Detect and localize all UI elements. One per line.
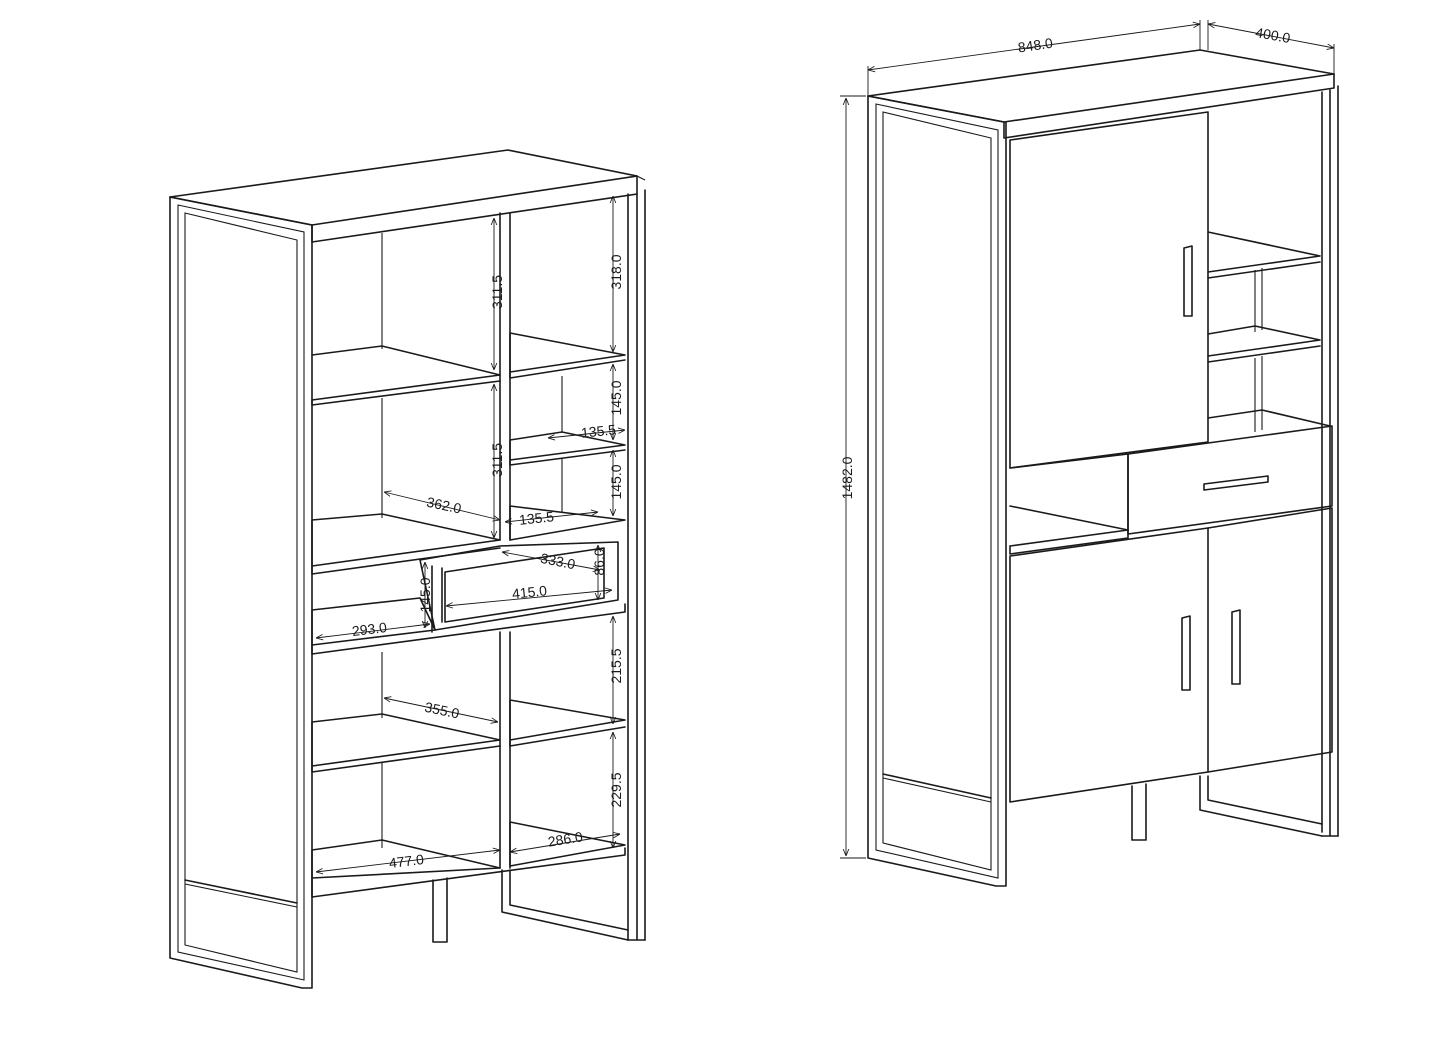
dim-label-355: 355.0 bbox=[423, 699, 461, 722]
dimension-labels-closed: 848.0 400.0 1482.0 bbox=[839, 24, 1292, 499]
dim-label-145-upper: 145.0 bbox=[608, 380, 624, 415]
dim-label-318: 318.0 bbox=[608, 254, 624, 289]
dimension-lines-closed bbox=[840, 20, 1334, 859]
dim-label-848: 848.0 bbox=[1017, 35, 1054, 56]
dim-label-135-5-upper: 135.5 bbox=[580, 421, 617, 441]
dim-label-145-drawer: 145.0 bbox=[417, 577, 433, 612]
dim-label-333: 333.0 bbox=[539, 550, 577, 572]
open-cabinet-view: 311.5 318.0 311.5 145.0 135.5 145.0 362.… bbox=[169, 149, 646, 989]
dim-label-86: 86.0 bbox=[591, 548, 607, 575]
lower-doors bbox=[1009, 507, 1333, 803]
right-side-frame bbox=[627, 175, 646, 941]
open-niche bbox=[1009, 453, 1129, 555]
dim-label-135-5-lower: 135.5 bbox=[518, 508, 555, 528]
shelves bbox=[311, 332, 626, 898]
dim-label-293: 293.0 bbox=[351, 619, 388, 639]
dim-label-286: 286.0 bbox=[547, 828, 584, 849]
dim-label-1482: 1482.0 bbox=[839, 456, 855, 499]
partitions bbox=[381, 212, 563, 869]
dim-label-311-5-mid: 311.5 bbox=[489, 443, 505, 477]
legs-closed bbox=[1131, 783, 1147, 841]
left-side-frame bbox=[169, 196, 313, 989]
dimension-labels-open: 311.5 318.0 311.5 145.0 135.5 145.0 362.… bbox=[351, 254, 624, 871]
drawer-front bbox=[1127, 425, 1333, 535]
right-side-frame-closed bbox=[1199, 85, 1339, 837]
dim-label-215-5: 215.5 bbox=[608, 648, 624, 683]
dim-label-145-lower: 145.0 bbox=[608, 464, 624, 499]
legs bbox=[432, 869, 629, 943]
dim-label-229-5: 229.5 bbox=[608, 772, 624, 807]
dim-label-400: 400.0 bbox=[1254, 24, 1291, 46]
dim-label-477: 477.0 bbox=[388, 851, 425, 871]
upper-door bbox=[1009, 111, 1209, 469]
dim-label-311-5-top: 311.5 bbox=[489, 275, 505, 309]
top-board bbox=[169, 149, 638, 243]
dim-label-362: 362.0 bbox=[425, 494, 463, 517]
dim-label-415: 415.0 bbox=[511, 582, 548, 602]
wine-rack bbox=[1207, 231, 1331, 432]
closed-cabinet-view: 848.0 400.0 1482.0 bbox=[839, 20, 1339, 887]
dimension-lines-open bbox=[316, 196, 625, 872]
left-side-frame-closed bbox=[867, 95, 1007, 887]
